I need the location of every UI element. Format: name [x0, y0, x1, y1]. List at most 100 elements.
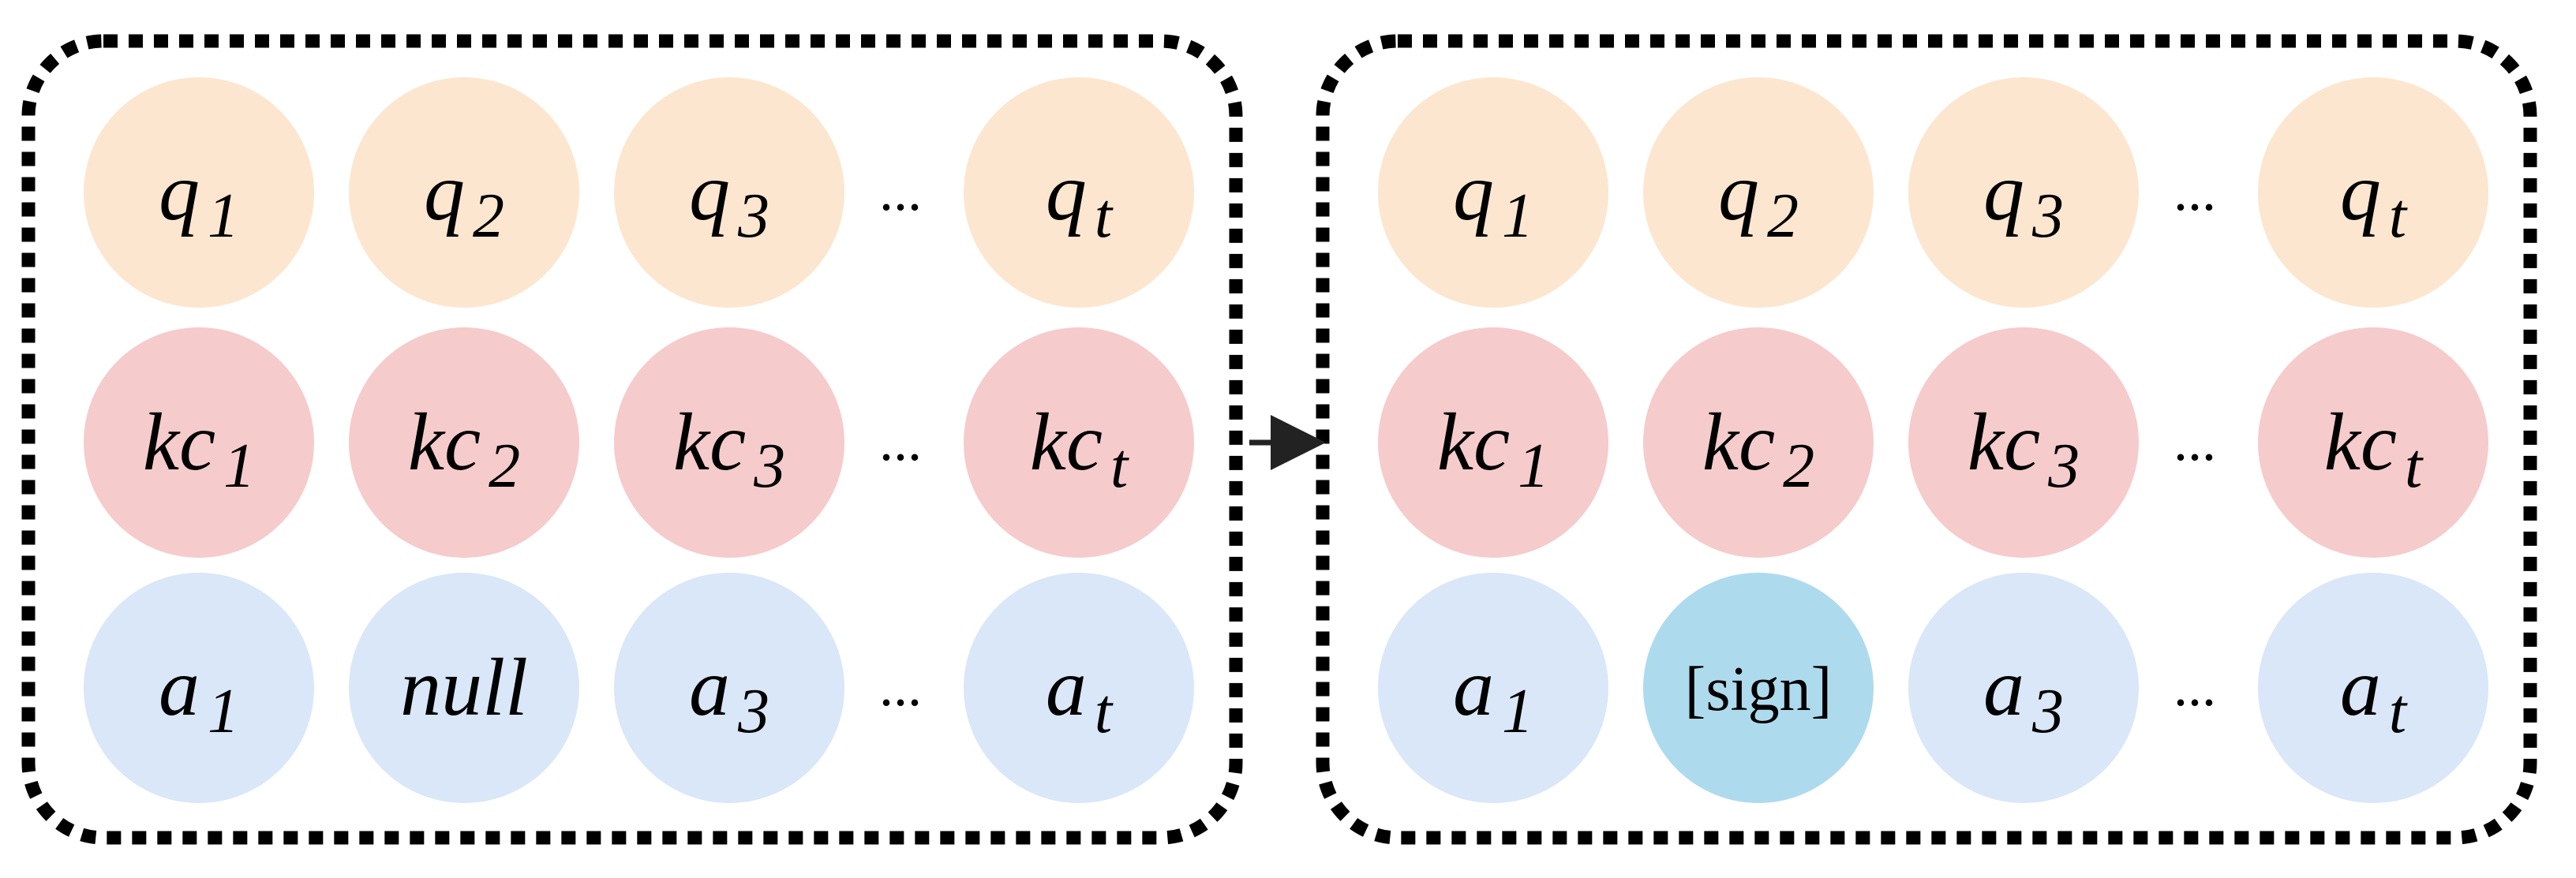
- label-base: q: [1718, 147, 1759, 237]
- concept-circle: [1643, 327, 1874, 558]
- label-base: q: [159, 147, 200, 237]
- question-circle: [614, 77, 844, 308]
- label-subscript: 2: [489, 432, 520, 501]
- label-base: a: [1983, 642, 2024, 733]
- answer-circle: [349, 573, 579, 803]
- label-subscript: t: [1095, 677, 1114, 746]
- label-base: kc: [143, 397, 215, 488]
- label-base: a: [689, 642, 730, 733]
- ellipsis: ...: [2174, 159, 2216, 222]
- label-subscript: 2: [473, 181, 504, 251]
- answer-node: [sign]: [1643, 573, 1874, 803]
- answer-node: null: [349, 573, 579, 803]
- ellipsis: ...: [2174, 409, 2216, 473]
- label-subscript: 3: [2047, 432, 2080, 501]
- label-subscript: t: [2389, 181, 2408, 251]
- label-base: [sign]: [1685, 655, 1833, 724]
- question-circle: [349, 77, 579, 308]
- concept-circle: [964, 327, 1194, 558]
- label-base: kc: [1702, 397, 1775, 488]
- label-subscript: 1: [208, 181, 239, 251]
- ellipsis: ...: [879, 655, 922, 718]
- answer-label: null: [400, 642, 528, 733]
- label-base: kc: [1968, 397, 2040, 488]
- label-base: kc: [1437, 397, 1510, 488]
- answer-circle: [614, 573, 844, 803]
- label-subscript: 3: [2031, 181, 2064, 251]
- label-subscript: 3: [737, 181, 769, 251]
- label-subscript: t: [1110, 432, 1129, 501]
- label-base: a: [1046, 642, 1087, 733]
- label-base: q: [1983, 147, 2024, 237]
- label-base: kc: [2324, 397, 2397, 488]
- label-subscript: 2: [1783, 432, 1814, 501]
- label-subscript: t: [2389, 677, 2408, 746]
- label-base: q: [1046, 147, 1087, 237]
- label-subscript: 3: [753, 432, 785, 501]
- label-base: kc: [1030, 397, 1103, 488]
- label-base: kc: [673, 397, 746, 488]
- label-base: a: [1453, 642, 1494, 733]
- answer-circle: [964, 573, 1194, 803]
- label-subscript: 1: [223, 432, 255, 501]
- label-base: null: [400, 642, 528, 733]
- answer-circle: [1908, 573, 2139, 803]
- ellipsis: ...: [879, 159, 922, 222]
- concept-circle: [1378, 327, 1608, 558]
- label-subscript: 3: [737, 677, 769, 746]
- label-base: q: [424, 147, 465, 237]
- label-subscript: 1: [208, 677, 239, 746]
- label-base: kc: [408, 397, 481, 488]
- label-subscript: 1: [1518, 432, 1549, 501]
- ellipsis: ...: [2174, 655, 2216, 718]
- question-circle: [1378, 77, 1608, 308]
- answer-circle: [1643, 573, 1874, 803]
- label-subscript: 1: [1502, 181, 1533, 251]
- label-base: q: [1453, 147, 1494, 237]
- label-base: a: [2340, 642, 2381, 733]
- concept-circle: [1908, 327, 2139, 558]
- label-subscript: 3: [2031, 677, 2064, 746]
- label-subscript: t: [2405, 432, 2424, 501]
- answer-label: [sign]: [1685, 655, 1833, 724]
- concept-circle: [84, 327, 314, 558]
